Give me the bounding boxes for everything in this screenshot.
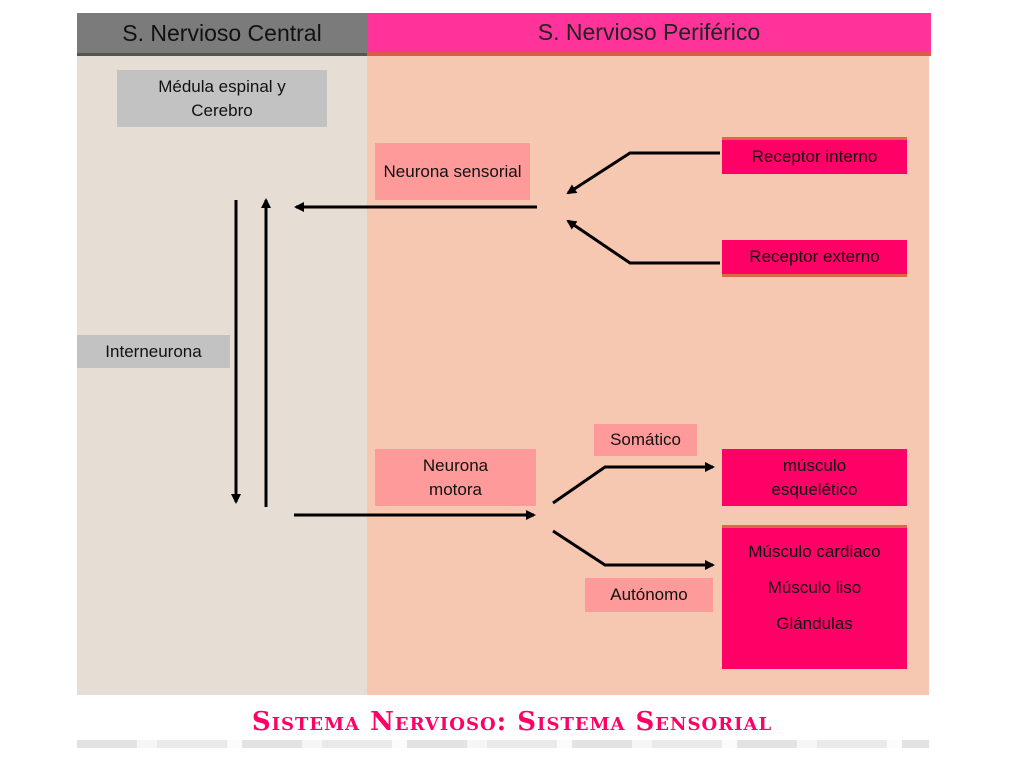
external-receptor-box: Receptor externo xyxy=(722,240,907,274)
effector-item: Músculo liso xyxy=(767,578,862,597)
peripheral-header: S. Nervioso Periférico xyxy=(367,13,931,56)
effector-item: Músculo cardiaco xyxy=(748,542,881,561)
brain-spinal-cord-box: Médula espinal y Cerebro xyxy=(117,70,327,127)
interneuron-box: Interneurona xyxy=(77,335,230,368)
sensory-neuron-box: Neurona sensorial xyxy=(375,143,530,200)
effectors-box: Músculo cardiaco Músculo liso Glándulas xyxy=(722,528,907,669)
central-header: S. Nervioso Central xyxy=(77,13,367,56)
somatic-label: Somático xyxy=(594,424,697,456)
central-nervous-system-panel xyxy=(77,55,367,695)
footer-faded-strip xyxy=(77,740,929,748)
effector-item: Glándulas xyxy=(776,614,853,633)
internal-receptor-box: Receptor interno xyxy=(722,140,907,174)
autonomic-label: Autónomo xyxy=(585,578,713,612)
footer-title: Sistema Nervioso: Sistema Sensorial xyxy=(251,707,773,737)
motor-neuron-box: Neurona motora xyxy=(375,449,536,506)
skeletal-muscle-box: músculo esquelético xyxy=(722,449,907,506)
